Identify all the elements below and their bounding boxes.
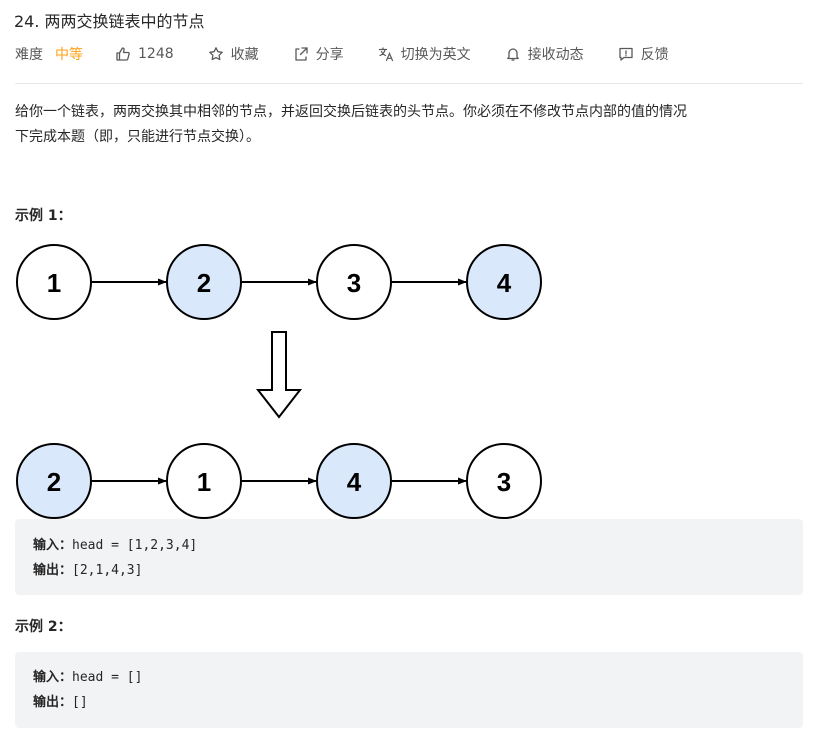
share-icon (294, 47, 308, 61)
input-label: 输入： (33, 670, 73, 685)
input-line: 输入：head = [] (33, 665, 803, 690)
node-value: 2 (47, 467, 61, 497)
example-2-code: 输入：head = [] 输出：[] (15, 652, 803, 728)
output-label: 输出： (33, 563, 73, 578)
like-count: 1248 (138, 46, 174, 62)
node-value: 3 (497, 467, 511, 497)
like-button[interactable]: 1248 (115, 46, 174, 62)
output-line: 输出：[] (33, 690, 803, 715)
problem-meta-bar: 难度 中等 1248 收藏 分享 (15, 44, 815, 64)
input-line: 输入：head = [1,2,3,4] (33, 533, 803, 558)
favorite-button[interactable]: 收藏 (208, 44, 259, 64)
output-line: 输出：[2,1,4,3] (33, 558, 803, 583)
list-node: 2 (166, 244, 242, 320)
difficulty-label: 难度 (15, 47, 43, 63)
list-node: 4 (316, 443, 392, 519)
description-line: 下完成本题（即，只能进行节点交换）。 (15, 129, 260, 145)
input-label: 输入： (33, 538, 73, 553)
feedback-label: 反馈 (640, 47, 669, 63)
input-value: head = [] (72, 670, 143, 685)
list-node: 4 (466, 244, 542, 320)
output-value: [] (72, 695, 88, 710)
subscribe-label: 接收动态 (527, 47, 584, 63)
translate-button[interactable]: 切换为英文 (378, 44, 471, 64)
thumbs-up-icon (116, 47, 130, 61)
node-value: 2 (197, 268, 211, 298)
list-node: 1 (16, 244, 92, 320)
feedback-icon (618, 47, 633, 61)
node-value: 4 (497, 268, 512, 298)
list-node: 1 (166, 443, 242, 519)
output-label: 输出： (33, 695, 73, 710)
list-node: 2 (16, 443, 92, 519)
share-label: 分享 (315, 47, 344, 63)
node-value: 3 (347, 268, 361, 298)
swap-diagram: 1 2 3 4 2 1 4 3 (16, 244, 542, 519)
translate-label: 切换为英文 (400, 47, 471, 63)
subscribe-button[interactable]: 接收动态 (505, 44, 584, 64)
node-value: 4 (347, 467, 362, 497)
problem-title: 24. 两两交换链表中的节点 (14, 12, 205, 31)
difficulty-value: 中等 (55, 47, 83, 63)
example-1-code: 输入：head = [1,2,3,4] 输出：[2,1,4,3] (15, 519, 803, 595)
share-button[interactable]: 分享 (293, 44, 344, 64)
node-value: 1 (47, 268, 61, 298)
list-node: 3 (466, 443, 542, 519)
difficulty: 难度 中等 (15, 44, 83, 64)
node-value: 1 (197, 467, 211, 497)
bell-icon (506, 48, 519, 61)
output-value: [2,1,4,3] (72, 563, 143, 578)
translate-icon (378, 47, 393, 62)
example-1-title: 示例 1： (15, 208, 72, 224)
example-2-title: 示例 2： (15, 619, 72, 635)
feedback-button[interactable]: 反馈 (618, 44, 669, 64)
header-divider (15, 83, 803, 84)
list-node: 3 (316, 244, 392, 320)
star-icon (208, 47, 223, 61)
favorite-label: 收藏 (230, 47, 259, 63)
input-value: head = [1,2,3,4] (72, 538, 198, 553)
description-line: 给你一个链表，两两交换其中相邻的节点，并返回交换后链表的头节点。你必须在不修改节… (15, 104, 687, 120)
down-arrow-icon (255, 331, 303, 419)
problem-description: 给你一个链表，两两交换其中相邻的节点，并返回交换后链表的头节点。你必须在不修改节… (15, 100, 805, 150)
